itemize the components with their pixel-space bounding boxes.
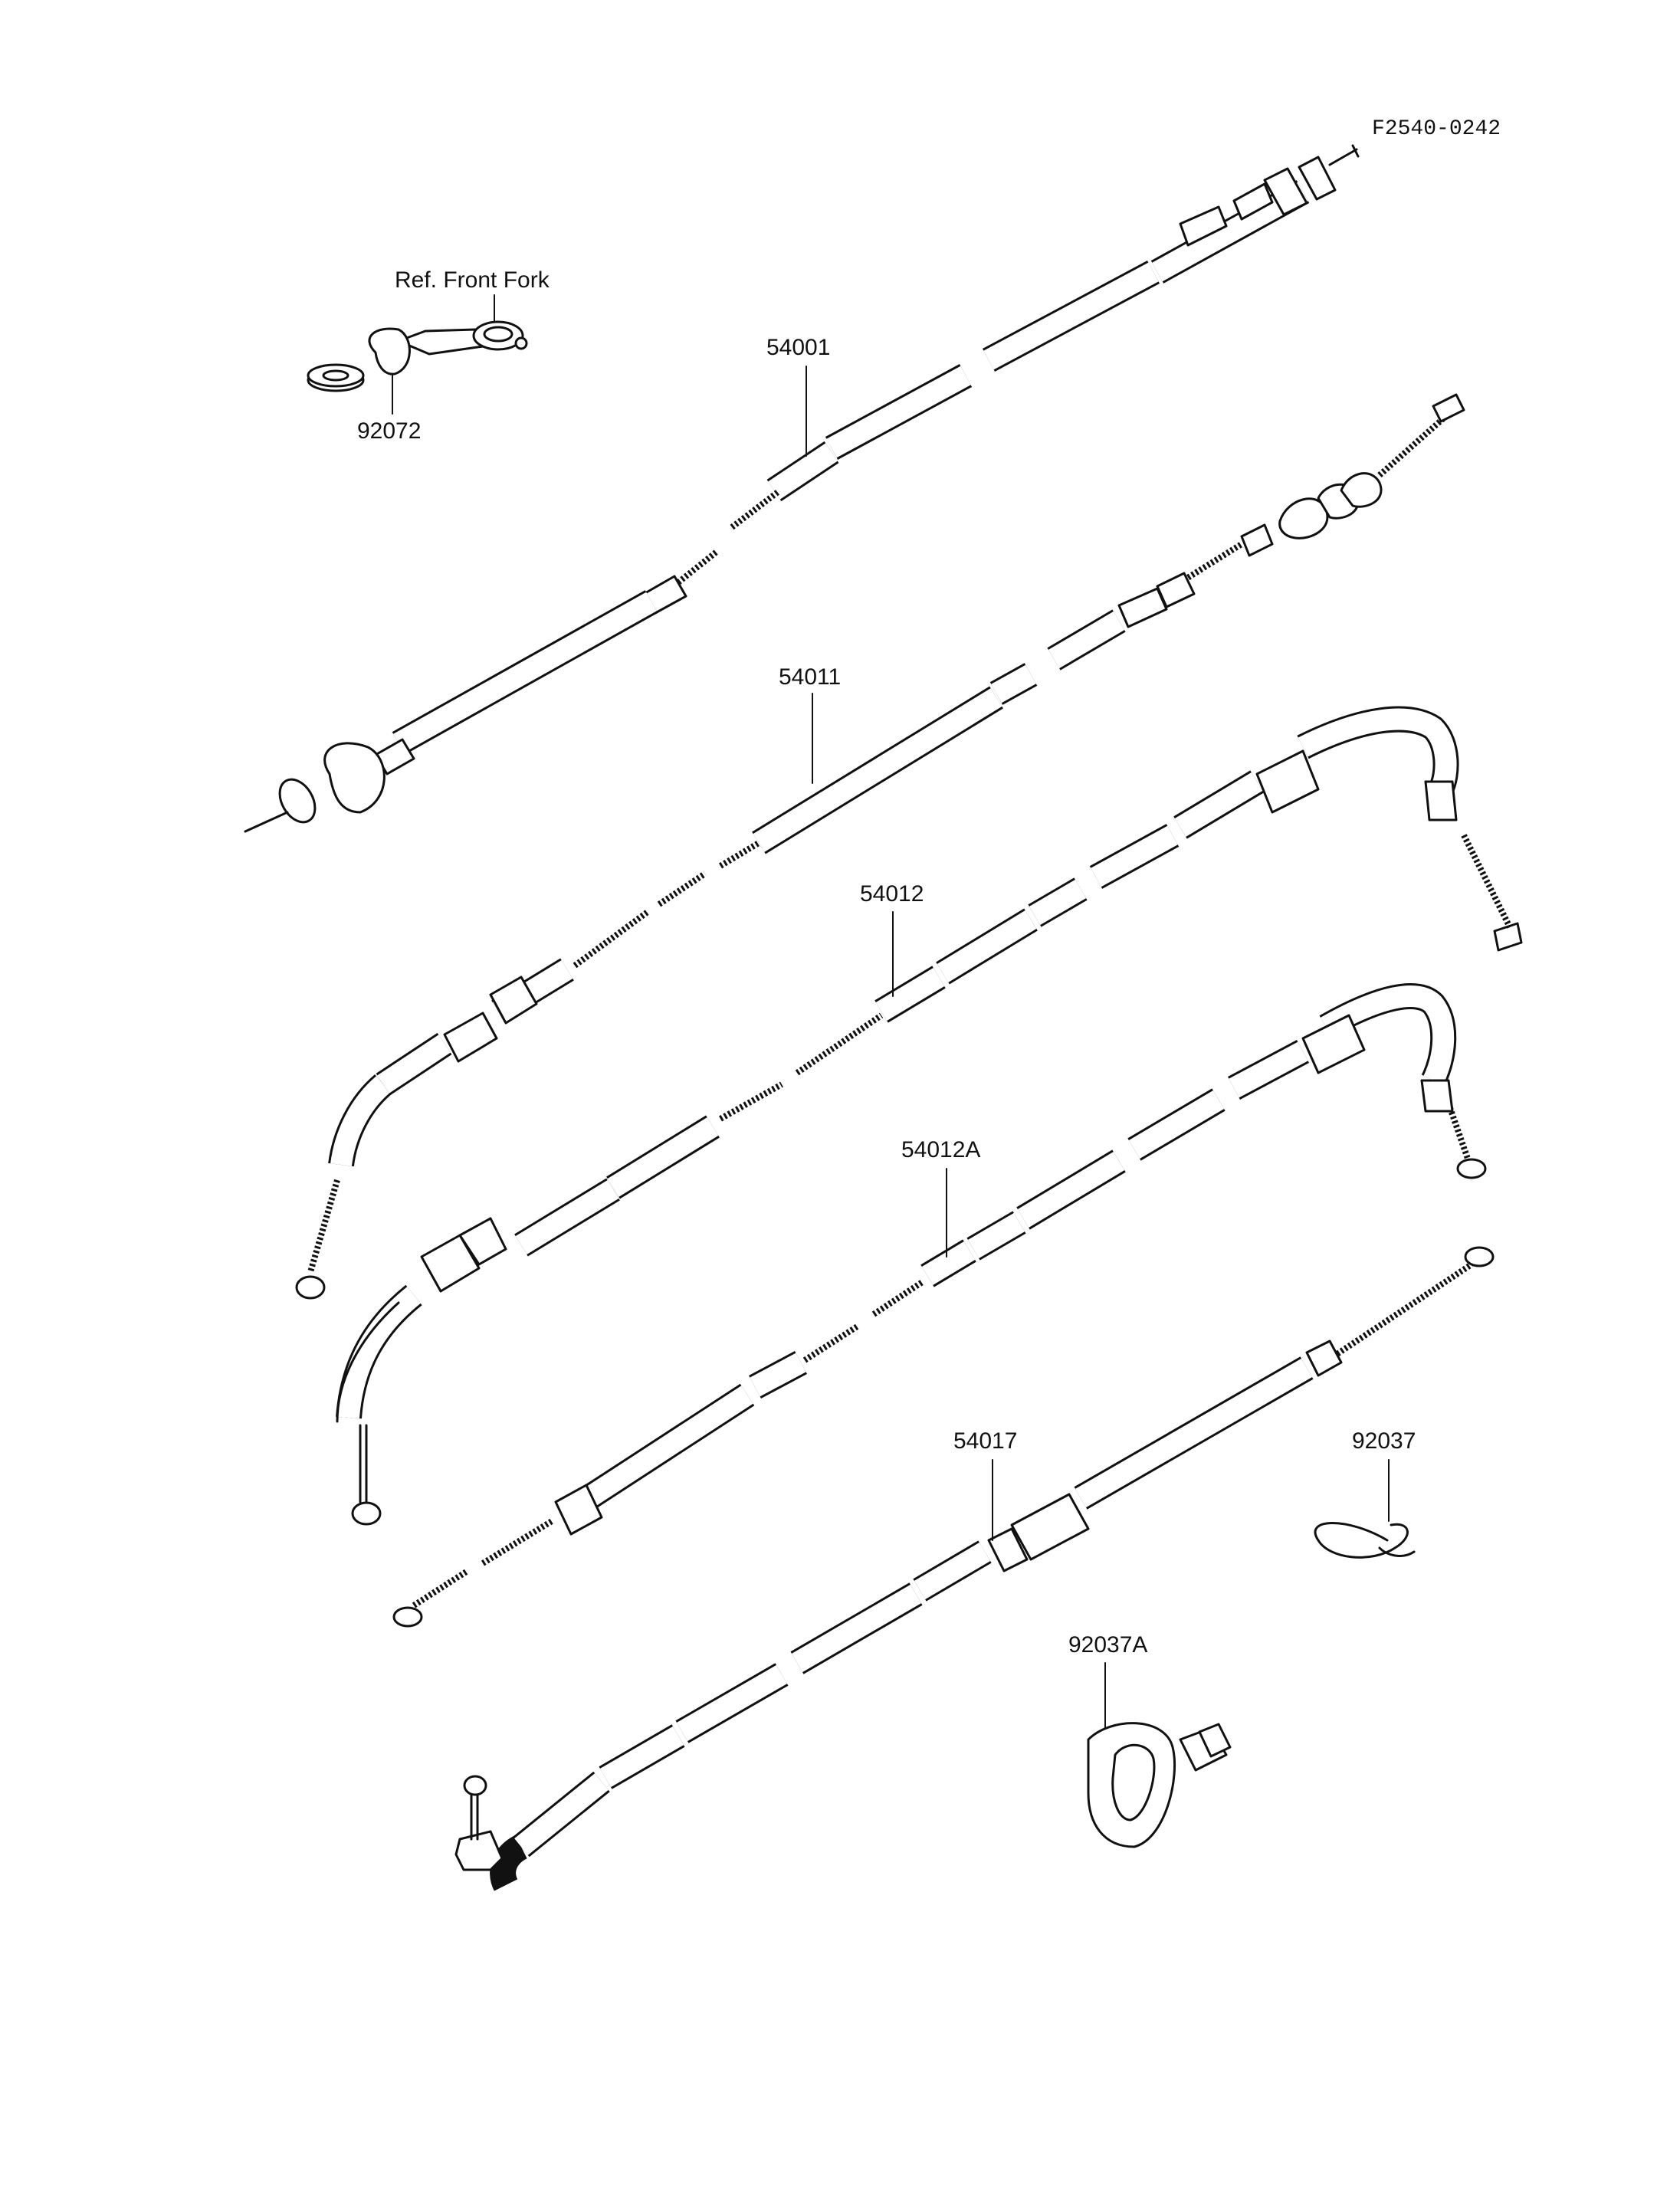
clamp-92037[interactable] bbox=[1314, 1522, 1416, 1559]
part-number-54017: 54017 bbox=[953, 1428, 1017, 1454]
callout-92037A: 92037A bbox=[1068, 1632, 1147, 1729]
callout-54001: 54001 bbox=[766, 335, 830, 457]
front-fork-clamp-group: Ref. Front Fork bbox=[307, 267, 550, 392]
part-number-54001: 54001 bbox=[766, 335, 830, 360]
cable-54011[interactable] bbox=[295, 393, 1465, 1300]
cable-54012A[interactable] bbox=[392, 983, 1487, 1628]
callout-92037: 92037 bbox=[1352, 1428, 1416, 1522]
callout-54012: 54012 bbox=[860, 881, 924, 997]
cable-54001[interactable] bbox=[244, 144, 1360, 833]
cable-54012[interactable] bbox=[336, 706, 1523, 1526]
ref-front-fork-label: Ref. Front Fork bbox=[395, 267, 550, 293]
part-number-54012A: 54012A bbox=[901, 1137, 980, 1162]
part-number-54012: 54012 bbox=[860, 881, 924, 907]
callout-54012A: 54012A bbox=[901, 1137, 980, 1258]
part-number-92037A: 92037A bbox=[1068, 1632, 1147, 1658]
diagram-code: F2540-0242 bbox=[1372, 117, 1501, 141]
callout-54011: 54011 bbox=[779, 664, 841, 784]
part-number-92072: 92072 bbox=[357, 418, 421, 444]
clamp-92037A[interactable] bbox=[1087, 1722, 1232, 1848]
callout-92072: 92072 bbox=[357, 375, 421, 444]
cable-54017[interactable] bbox=[454, 1246, 1495, 1891]
callout-54017: 54017 bbox=[953, 1428, 1017, 1541]
part-number-92037: 92037 bbox=[1352, 1428, 1416, 1454]
part-number-54011: 54011 bbox=[779, 664, 841, 690]
